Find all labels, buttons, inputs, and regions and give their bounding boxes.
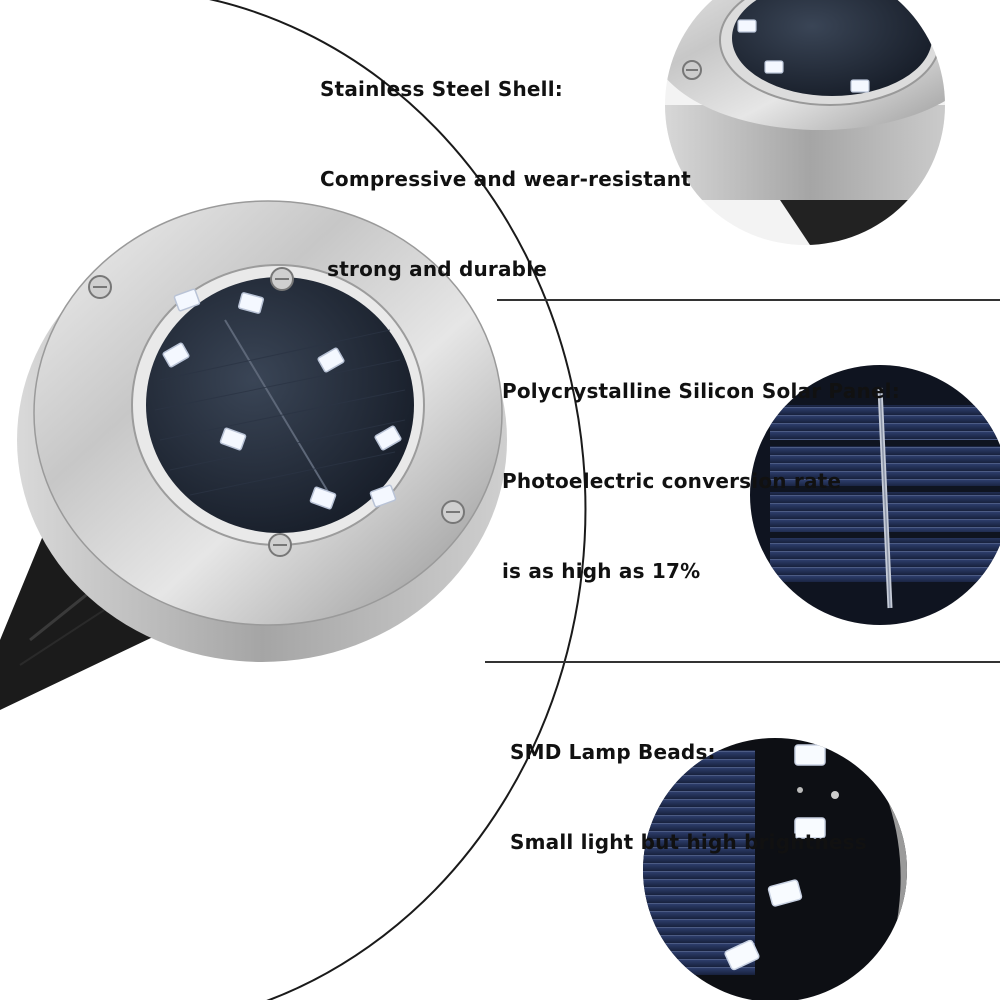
caption-line: strong and durable: [320, 257, 548, 281]
detail-solar-panel: [750, 365, 1000, 625]
caption-line: Photoelectric conversion rate: [502, 469, 842, 493]
led-bead: [162, 288, 402, 510]
detail-lamp-beads: [643, 738, 907, 1000]
caption-line: Polycrystalline Silicon Solar Panel:: [502, 379, 900, 403]
solar-lamp: [17, 200, 507, 662]
feature-steel-shell-caption: Stainless Steel Shell: Compressive and w…: [320, 14, 691, 314]
frame-arc: [208, 0, 587, 1000]
caption-line: Compressive and wear-resistant: [320, 167, 691, 191]
feature-lamp-beads-caption: SMD Lamp Beads: Small light but high bri…: [510, 677, 867, 887]
caption-line: SMD Lamp Beads:: [510, 740, 716, 764]
caption-line: Stainless Steel Shell:: [320, 77, 563, 101]
caption-line: is as high as 17%: [502, 559, 701, 583]
feature-solar-panel-caption: Polycrystalline Silicon Solar Panel: Pho…: [502, 316, 900, 616]
screw: [88, 267, 465, 557]
caption-line: Small light but high brightness: [510, 830, 867, 854]
solar-panel: [146, 277, 414, 533]
detail-steel-shell: [665, 0, 945, 245]
